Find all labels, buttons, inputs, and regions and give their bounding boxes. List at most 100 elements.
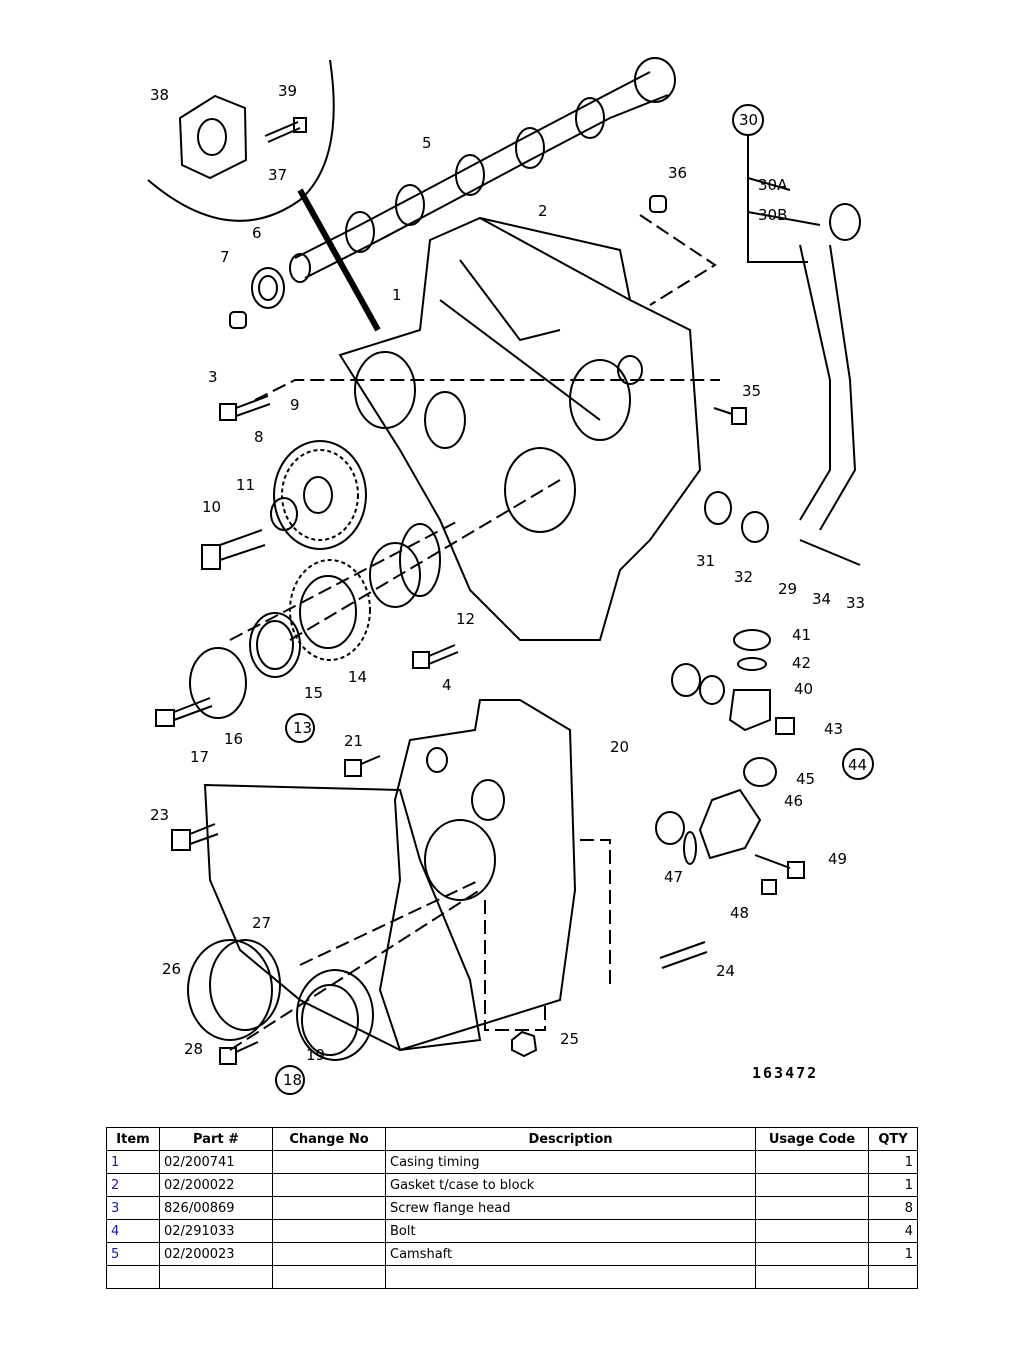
part-number: 02/200023 (159, 1242, 273, 1266)
table-row-empty (106, 1265, 918, 1289)
figure-number: 163472 (752, 1064, 818, 1082)
header-part-number: Part # (159, 1127, 273, 1151)
usage-code (755, 1173, 869, 1197)
part-number: 826/00869 (159, 1196, 273, 1220)
callout-label: 41 (792, 626, 811, 644)
camshaft-drawing (289, 57, 676, 283)
callout-label: 30 (739, 111, 758, 129)
header-item: Item (106, 1127, 160, 1151)
qty: 4 (868, 1219, 918, 1243)
callout-label: 24 (716, 962, 735, 980)
callout-label: 27 (252, 914, 271, 932)
header-usage-code: Usage Code (755, 1127, 869, 1151)
description: Gasket t/case to block (385, 1173, 756, 1197)
callout-label: 45 (796, 770, 815, 788)
callout-label: 5 (422, 134, 432, 152)
front-cover-drawing (378, 699, 577, 1052)
callout-label: 20 (610, 738, 629, 756)
item-link[interactable]: 1 (106, 1150, 160, 1174)
callout-label: 29 (778, 580, 797, 598)
gasket-rear-23 (203, 783, 482, 1052)
item-link[interactable]: 4 (106, 1219, 160, 1243)
callout-label: 10 (202, 498, 221, 516)
callout-label: 26 (162, 960, 181, 978)
item-link[interactable]: 5 (106, 1242, 160, 1266)
change-no (272, 1173, 386, 1197)
description: Casing timing (385, 1150, 756, 1174)
callout-label: 2 (538, 202, 548, 220)
callout-label: 43 (824, 720, 843, 738)
callout-label: 13 (293, 719, 312, 737)
callout-label: 31 (696, 552, 715, 570)
header-qty: QTY (868, 1127, 918, 1151)
callout-label: 16 (224, 730, 243, 748)
callout-label: 36 (668, 164, 687, 182)
callout-label: 48 (730, 904, 749, 922)
table-row: 5 02/200023 Camshaft 1 (106, 1242, 918, 1266)
callout-label: 30A (758, 176, 788, 194)
callout-label: 7 (220, 248, 230, 266)
callout-label: 9 (290, 396, 300, 414)
qty: 1 (868, 1173, 918, 1197)
part-number: 02/291033 (159, 1219, 273, 1243)
callout-label: 46 (784, 792, 803, 810)
description: Screw flange head (385, 1196, 756, 1220)
usage-code (755, 1242, 869, 1266)
table-header-row: Item Part # Change No Description Usage … (106, 1127, 918, 1151)
change-no (272, 1242, 386, 1266)
callout-label: 14 (348, 668, 367, 686)
callout-label: 8 (254, 428, 264, 446)
table-row: 4 02/291033 Bolt 4 (106, 1219, 918, 1243)
change-no (272, 1150, 386, 1174)
table-row: 3 826/00869 Screw flange head 8 (106, 1196, 918, 1220)
callout-label: 19 (306, 1046, 325, 1064)
gear-8-drawing (273, 440, 367, 550)
callout-label: 38 (150, 86, 169, 104)
breather-pipe-drawing (747, 135, 861, 531)
usage-code (755, 1150, 869, 1174)
callout-label: 35 (742, 382, 761, 400)
header-change-no: Change No (272, 1127, 386, 1151)
table-row: 2 02/200022 Gasket t/case to block 1 (106, 1173, 918, 1197)
callout-label: 33 (846, 594, 865, 612)
callout-label: 32 (734, 568, 753, 586)
usage-code (755, 1196, 869, 1220)
callout-label: 23 (150, 806, 169, 824)
qty: 8 (868, 1196, 918, 1220)
item-link[interactable]: 3 (106, 1196, 160, 1220)
callout-label: 25 (560, 1030, 579, 1048)
callout-label: 18 (283, 1071, 302, 1089)
callout-label: 17 (190, 748, 209, 766)
part-number: 02/200741 (159, 1150, 273, 1174)
callout-label: 11 (236, 476, 255, 494)
callout-label: 30B (758, 206, 787, 224)
callout-label: 44 (848, 756, 867, 774)
timing-casing-drawing (338, 216, 702, 641)
parts-table: Item Part # Change No Description Usage … (106, 1127, 918, 1289)
qty: 1 (868, 1242, 918, 1266)
callout-label: 28 (184, 1040, 203, 1058)
gasket-flange-38 (178, 94, 248, 180)
callout-label: 1 (392, 286, 402, 304)
callout-label: 34 (812, 590, 831, 608)
qty: 1 (868, 1150, 918, 1174)
description: Bolt (385, 1219, 756, 1243)
callout-label: 15 (304, 684, 323, 702)
callout-label: 3 (208, 368, 218, 386)
callout-label: 39 (278, 82, 297, 100)
callout-label: 42 (792, 654, 811, 672)
table-row: 1 02/200741 Casing timing 1 (106, 1150, 918, 1174)
callout-label: 12 (456, 610, 475, 628)
change-no (272, 1196, 386, 1220)
callout-label: 49 (828, 850, 847, 868)
callout-label: 4 (442, 676, 452, 694)
callout-label: 47 (664, 868, 683, 886)
callout-label: 21 (344, 732, 363, 750)
change-no (272, 1219, 386, 1243)
callout-label: 40 (794, 680, 813, 698)
callout-label: 6 (252, 224, 262, 242)
item-link[interactable]: 2 (106, 1173, 160, 1197)
detail-inset-arc (147, 59, 335, 222)
part-number: 02/200022 (159, 1173, 273, 1197)
